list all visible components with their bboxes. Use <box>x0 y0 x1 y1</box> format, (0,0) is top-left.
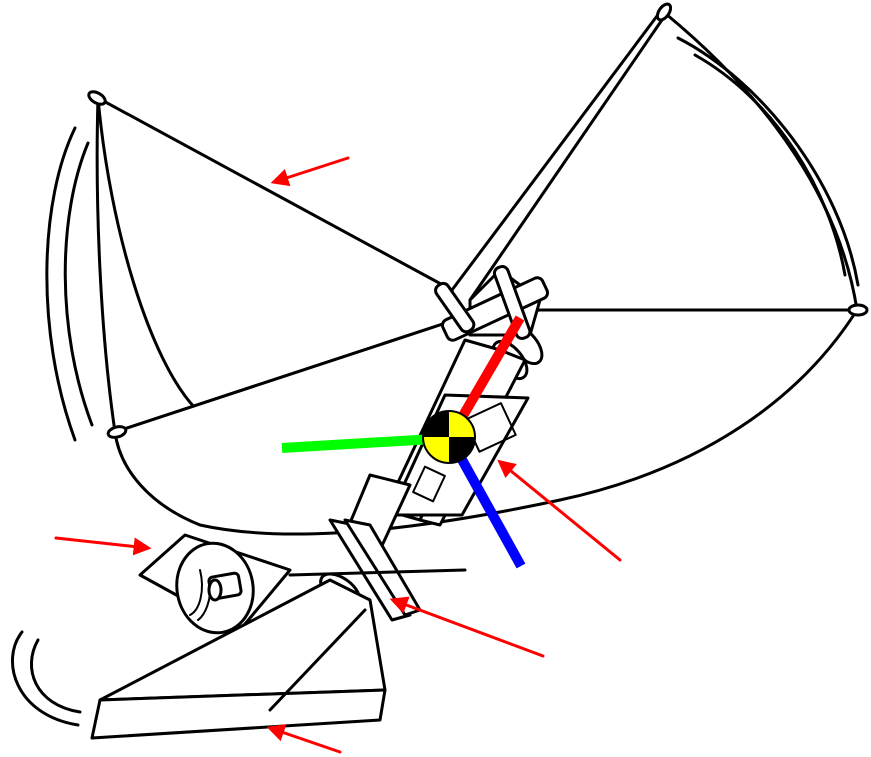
hub-clamp-left <box>434 281 476 334</box>
y-axis <box>281 433 451 453</box>
arrow-wheel <box>54 536 152 556</box>
motion-line-bottom-inner <box>29 638 82 714</box>
skid-edge <box>268 608 367 712</box>
tip-cap-right <box>847 303 869 317</box>
arrow-sail-upper <box>270 156 350 187</box>
motion-line-right-inner <box>693 53 847 277</box>
drum-spiral-1 <box>189 569 203 616</box>
motion-line-right-outer <box>676 36 860 287</box>
tip-cap-lower-left <box>106 425 128 439</box>
arrow-frame <box>497 459 622 562</box>
axle-line <box>288 568 467 577</box>
pointer-arrows <box>54 156 622 754</box>
arrow-hub <box>389 596 545 658</box>
motion-lines <box>11 36 860 727</box>
center-of-mass-icon <box>422 410 476 464</box>
sail-seam-left <box>96 96 197 410</box>
tip-cap-upper-left <box>87 90 107 106</box>
mast-line-right <box>468 12 668 302</box>
drum-assembly <box>138 533 292 635</box>
mast-line-left <box>450 10 662 292</box>
motion-line-left-outer <box>45 126 77 442</box>
skid-front <box>90 688 387 740</box>
drum-axle-cap <box>207 578 223 602</box>
sail-edge-right <box>664 12 859 312</box>
motion-line-left-inner <box>63 141 94 427</box>
motion-line-bottom-outer <box>11 630 80 727</box>
frame-window-lower <box>412 465 446 503</box>
arrow-base <box>266 724 342 754</box>
tip-cap-top <box>655 2 673 22</box>
base-skid <box>90 578 387 740</box>
